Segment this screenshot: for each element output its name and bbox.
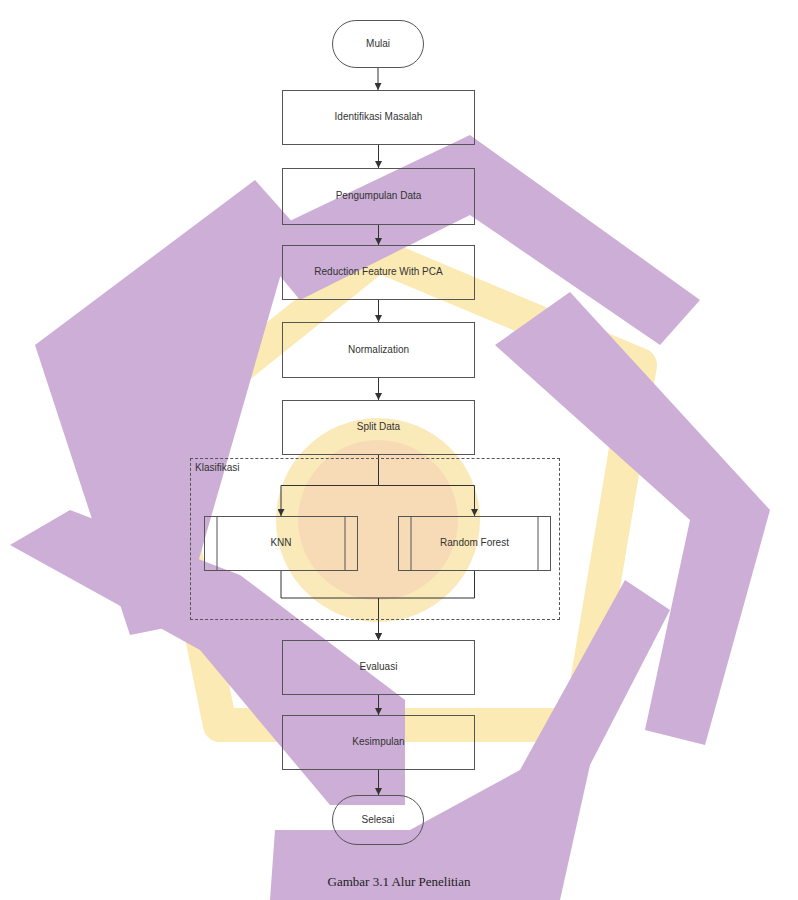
figure-caption: Gambar 3.1 Alur Penelitian: [0, 874, 798, 890]
node-label: Selesai: [362, 814, 395, 827]
node-label: Klasifikasi: [195, 462, 239, 475]
flow-arrow: [378, 378, 379, 400]
flow-arrow: [378, 695, 379, 715]
process-box: Pengumpulan Data: [282, 168, 475, 225]
node-label: Evaluasi: [360, 661, 398, 674]
node-label: Normalization: [348, 344, 409, 357]
flow-arrow: [378, 145, 379, 168]
node-label: Kesimpulan: [352, 736, 404, 749]
process-box: Normalization: [282, 322, 475, 378]
flow-arrow: [379, 455, 475, 516]
process-box: Split Data: [282, 400, 475, 455]
terminal-node: Selesai: [332, 795, 424, 845]
process-box: Reduction Feature With PCA: [282, 245, 475, 300]
node-label: Split Data: [357, 421, 400, 434]
node-label: Mulai: [366, 38, 390, 51]
node-label: KNN: [270, 537, 291, 550]
flow-arrow: [281, 571, 379, 640]
process-box: Identifikasi Masalah: [282, 90, 475, 145]
node-label: Random Forest: [440, 537, 509, 550]
flow-arrow: [378, 68, 379, 90]
process-box: Kesimpulan: [282, 715, 475, 770]
flow-arrow: [378, 225, 379, 245]
group-frame: KlasifikasiKNN Random Forest: [190, 458, 560, 620]
node-label: Pengumpulan Data: [336, 190, 422, 203]
predefined-process-box: KNN: [204, 516, 358, 571]
flow-arrow: [378, 300, 379, 322]
flow-arrow: [379, 571, 475, 640]
node-label: Reduction Feature With PCA: [314, 266, 442, 279]
flow-arrow: [281, 455, 379, 516]
terminal-node: Mulai: [332, 20, 424, 68]
process-box: Evaluasi: [282, 640, 475, 695]
node-label: Identifikasi Masalah: [335, 111, 423, 124]
predefined-process-box: Random Forest: [398, 516, 551, 571]
flow-arrow: [378, 770, 379, 795]
